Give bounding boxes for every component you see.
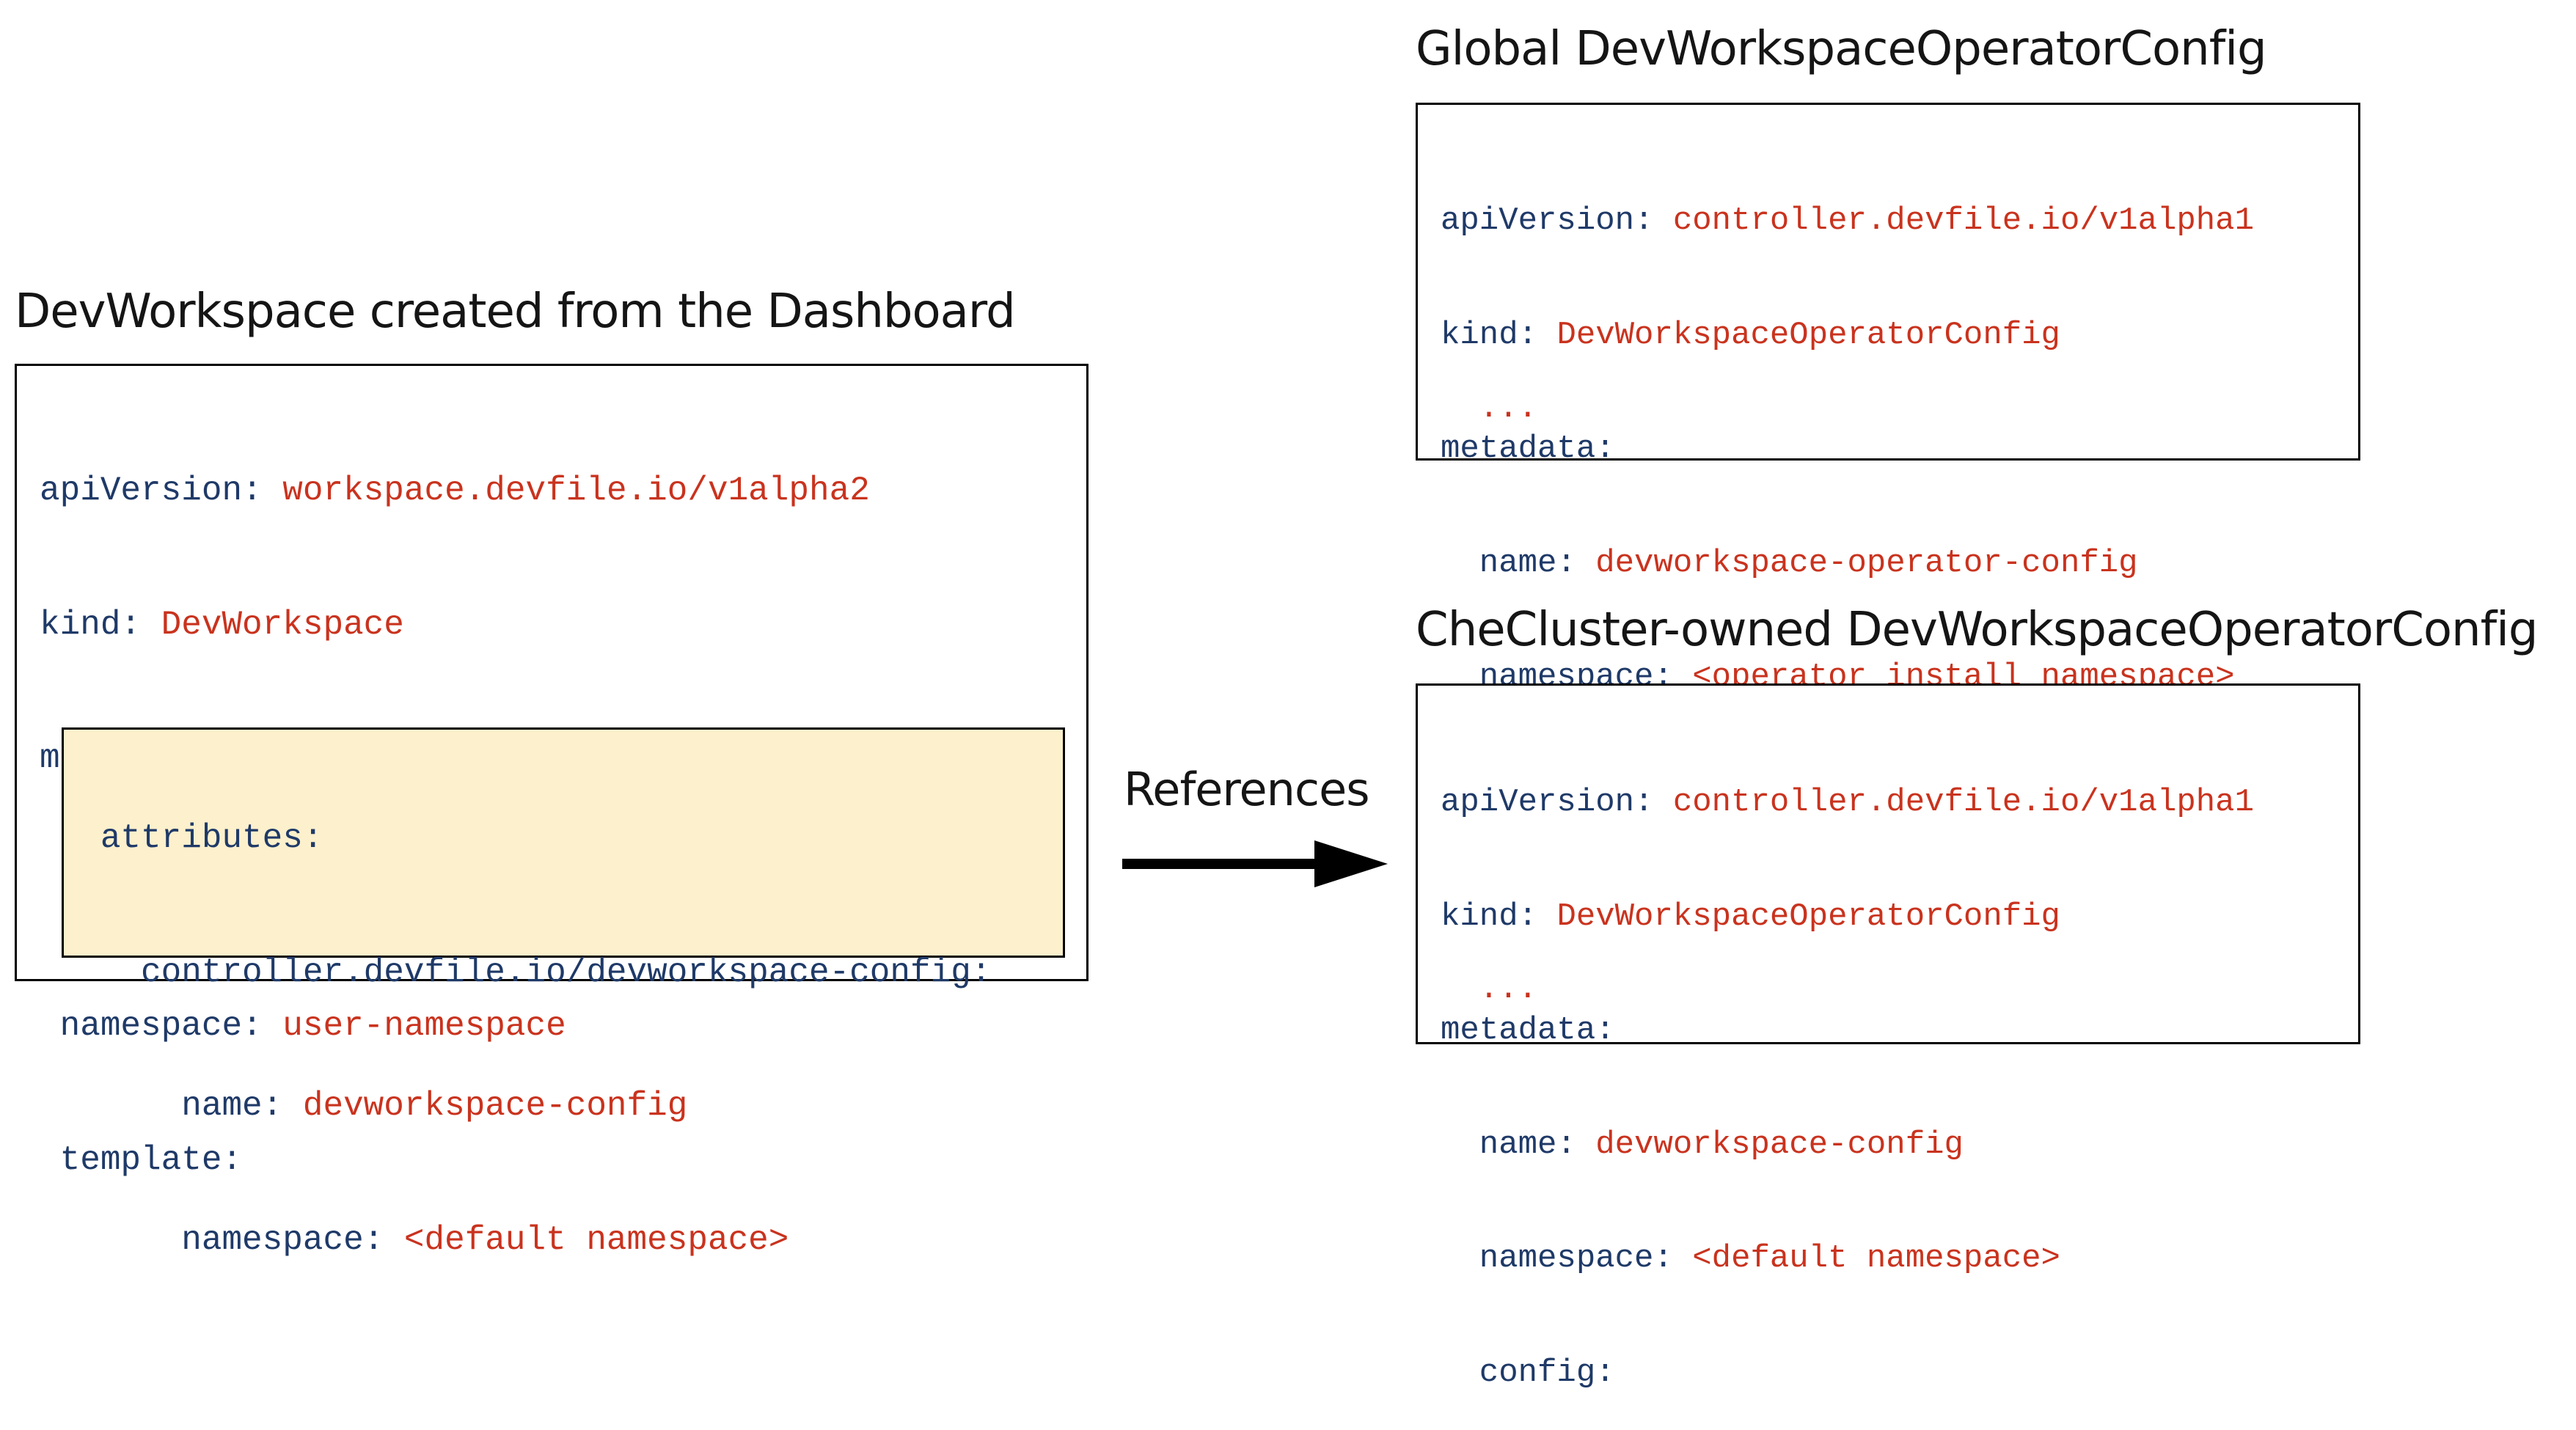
checluster-line-metadata: metadata: <box>1441 1012 1615 1049</box>
checluster-line-name: name: devworkspace-config <box>1441 1126 1964 1163</box>
global-line-kind: kind: DevWorkspaceOperatorConfig <box>1441 316 2060 353</box>
config-attributes-highlight <box>62 727 1065 958</box>
global-line-metadata: metadata: <box>1441 430 1615 467</box>
checluster-config-ellipsis: ... <box>1441 971 1538 1008</box>
config-attributes-yaml: attributes: controller.devfile.io/devwor… <box>40 733 992 1307</box>
yaml-line-devworkspace-config: controller.devfile.io/devworkspace-confi… <box>40 953 992 991</box>
yaml-line-attributes: attributes: <box>40 819 323 857</box>
global-config-yaml-box <box>1416 103 2360 461</box>
checluster-line-apiversion: apiVersion: controller.devfile.io/v1alph… <box>1441 784 2254 821</box>
yaml-line-namespace: namespace: user-namespace <box>40 1007 566 1045</box>
yaml-line-config-name: name: devworkspace-config <box>40 1087 688 1125</box>
global-line-apiversion: apiVersion: controller.devfile.io/v1alph… <box>1441 202 2254 239</box>
yaml-line-kind: kind: DevWorkspace <box>40 605 404 644</box>
checluster-line-namespace: namespace: <default namespace> <box>1441 1240 2060 1277</box>
devworkspace-heading: DevWorkspace created from the Dashboard <box>15 285 1016 339</box>
yaml-line-apiversion: apiVersion: workspace.devfile.io/v1alpha… <box>40 472 870 510</box>
yaml-line-config-namespace: namespace: <default namespace> <box>40 1220 789 1259</box>
checluster-config-yaml-box <box>1416 683 2360 1044</box>
global-line-name: name: devworkspace-operator-config <box>1441 544 2138 582</box>
global-config-heading: Global DevWorkspaceOperatorConfig <box>1416 22 2267 76</box>
checluster-line-kind: kind: DevWorkspaceOperatorConfig <box>1441 898 2060 935</box>
checluster-config-heading: CheCluster-owned DevWorkspaceOperatorCon… <box>1416 603 2539 657</box>
checluster-config-yaml: apiVersion: controller.devfile.io/v1alph… <box>1441 709 2254 1430</box>
checluster-line-config: config: <box>1441 1354 1615 1391</box>
global-config-ellipsis: ... <box>1441 390 1538 427</box>
references-arrow <box>1122 840 1388 887</box>
references-label: References <box>1124 763 1370 816</box>
